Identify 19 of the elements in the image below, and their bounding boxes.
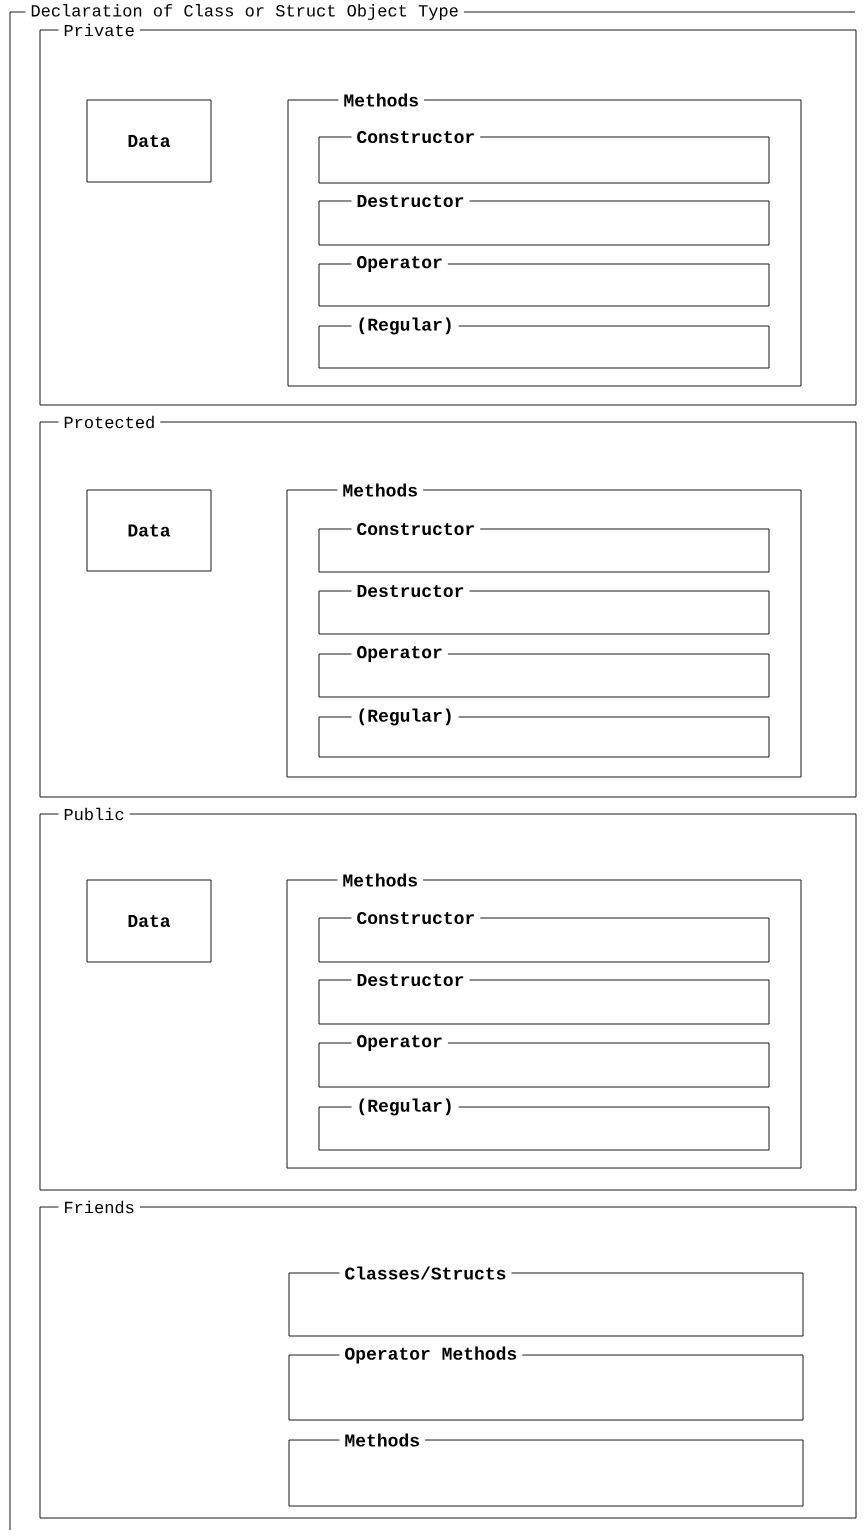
data-box: Data: [86, 489, 212, 572]
method-box: Destructor: [318, 583, 770, 635]
data-box: Data: [86, 99, 212, 183]
method-box: Constructor: [318, 521, 770, 573]
method-box: Operator: [318, 1034, 770, 1088]
group-box: Methods: [288, 1432, 804, 1507]
method-box: (Regular): [318, 1097, 770, 1151]
method-box: (Regular): [318, 707, 770, 758]
method-box: Destructor: [318, 972, 770, 1025]
method-box: Destructor: [318, 193, 770, 246]
method-box: Constructor: [318, 129, 770, 184]
method-box: (Regular): [318, 316, 770, 369]
method-box: Constructor: [318, 910, 770, 963]
method-box: Operator: [318, 255, 770, 307]
method-box: Operator: [318, 645, 770, 698]
node-label: Declaration of Class or Struct Object Type: [31, 4, 458, 20]
group-box: Operator Methods: [288, 1345, 804, 1421]
data-box: Data: [86, 879, 212, 963]
group-box: Classes/Structs: [288, 1265, 804, 1337]
